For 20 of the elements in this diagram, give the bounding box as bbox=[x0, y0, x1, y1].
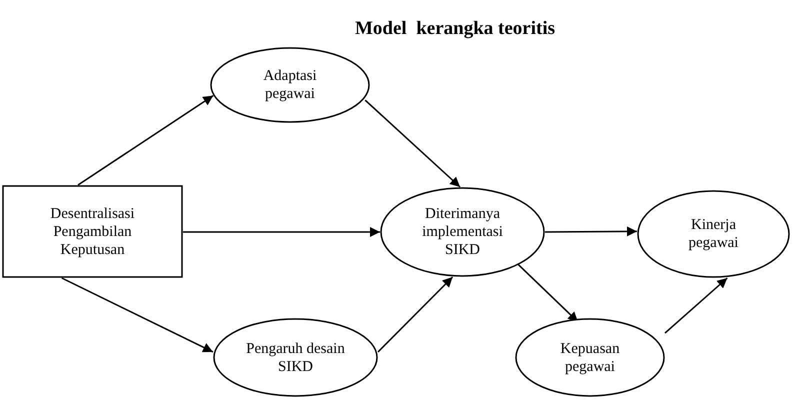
arrow bbox=[545, 226, 637, 236]
ellipse-node bbox=[515, 318, 665, 397]
ellipse-node bbox=[213, 318, 378, 397]
arrow bbox=[364, 100, 461, 188]
node-label: Desentralisasi Pengambilan Keputusan bbox=[49, 204, 136, 258]
arrow bbox=[377, 276, 454, 352]
ellipse-node bbox=[380, 187, 545, 277]
diagram-title: Model kerangka teoritis bbox=[354, 18, 556, 40]
arrow bbox=[61, 277, 214, 353]
arrow bbox=[183, 227, 380, 237]
arrow bbox=[664, 277, 728, 334]
node-label: Adaptasi pegawai bbox=[262, 67, 318, 103]
node-label: Diterimanya implementasi SIKD bbox=[421, 205, 504, 259]
node-label: Kepuasan pegawai bbox=[559, 340, 621, 376]
arrow bbox=[78, 95, 214, 186]
ellipse-node bbox=[637, 190, 790, 278]
node-label: Kinerja pegawai bbox=[688, 216, 740, 252]
ellipse-node bbox=[210, 47, 370, 123]
rectangle-node bbox=[2, 185, 183, 278]
node-label: Pengaruh desain SIKD bbox=[246, 340, 346, 376]
